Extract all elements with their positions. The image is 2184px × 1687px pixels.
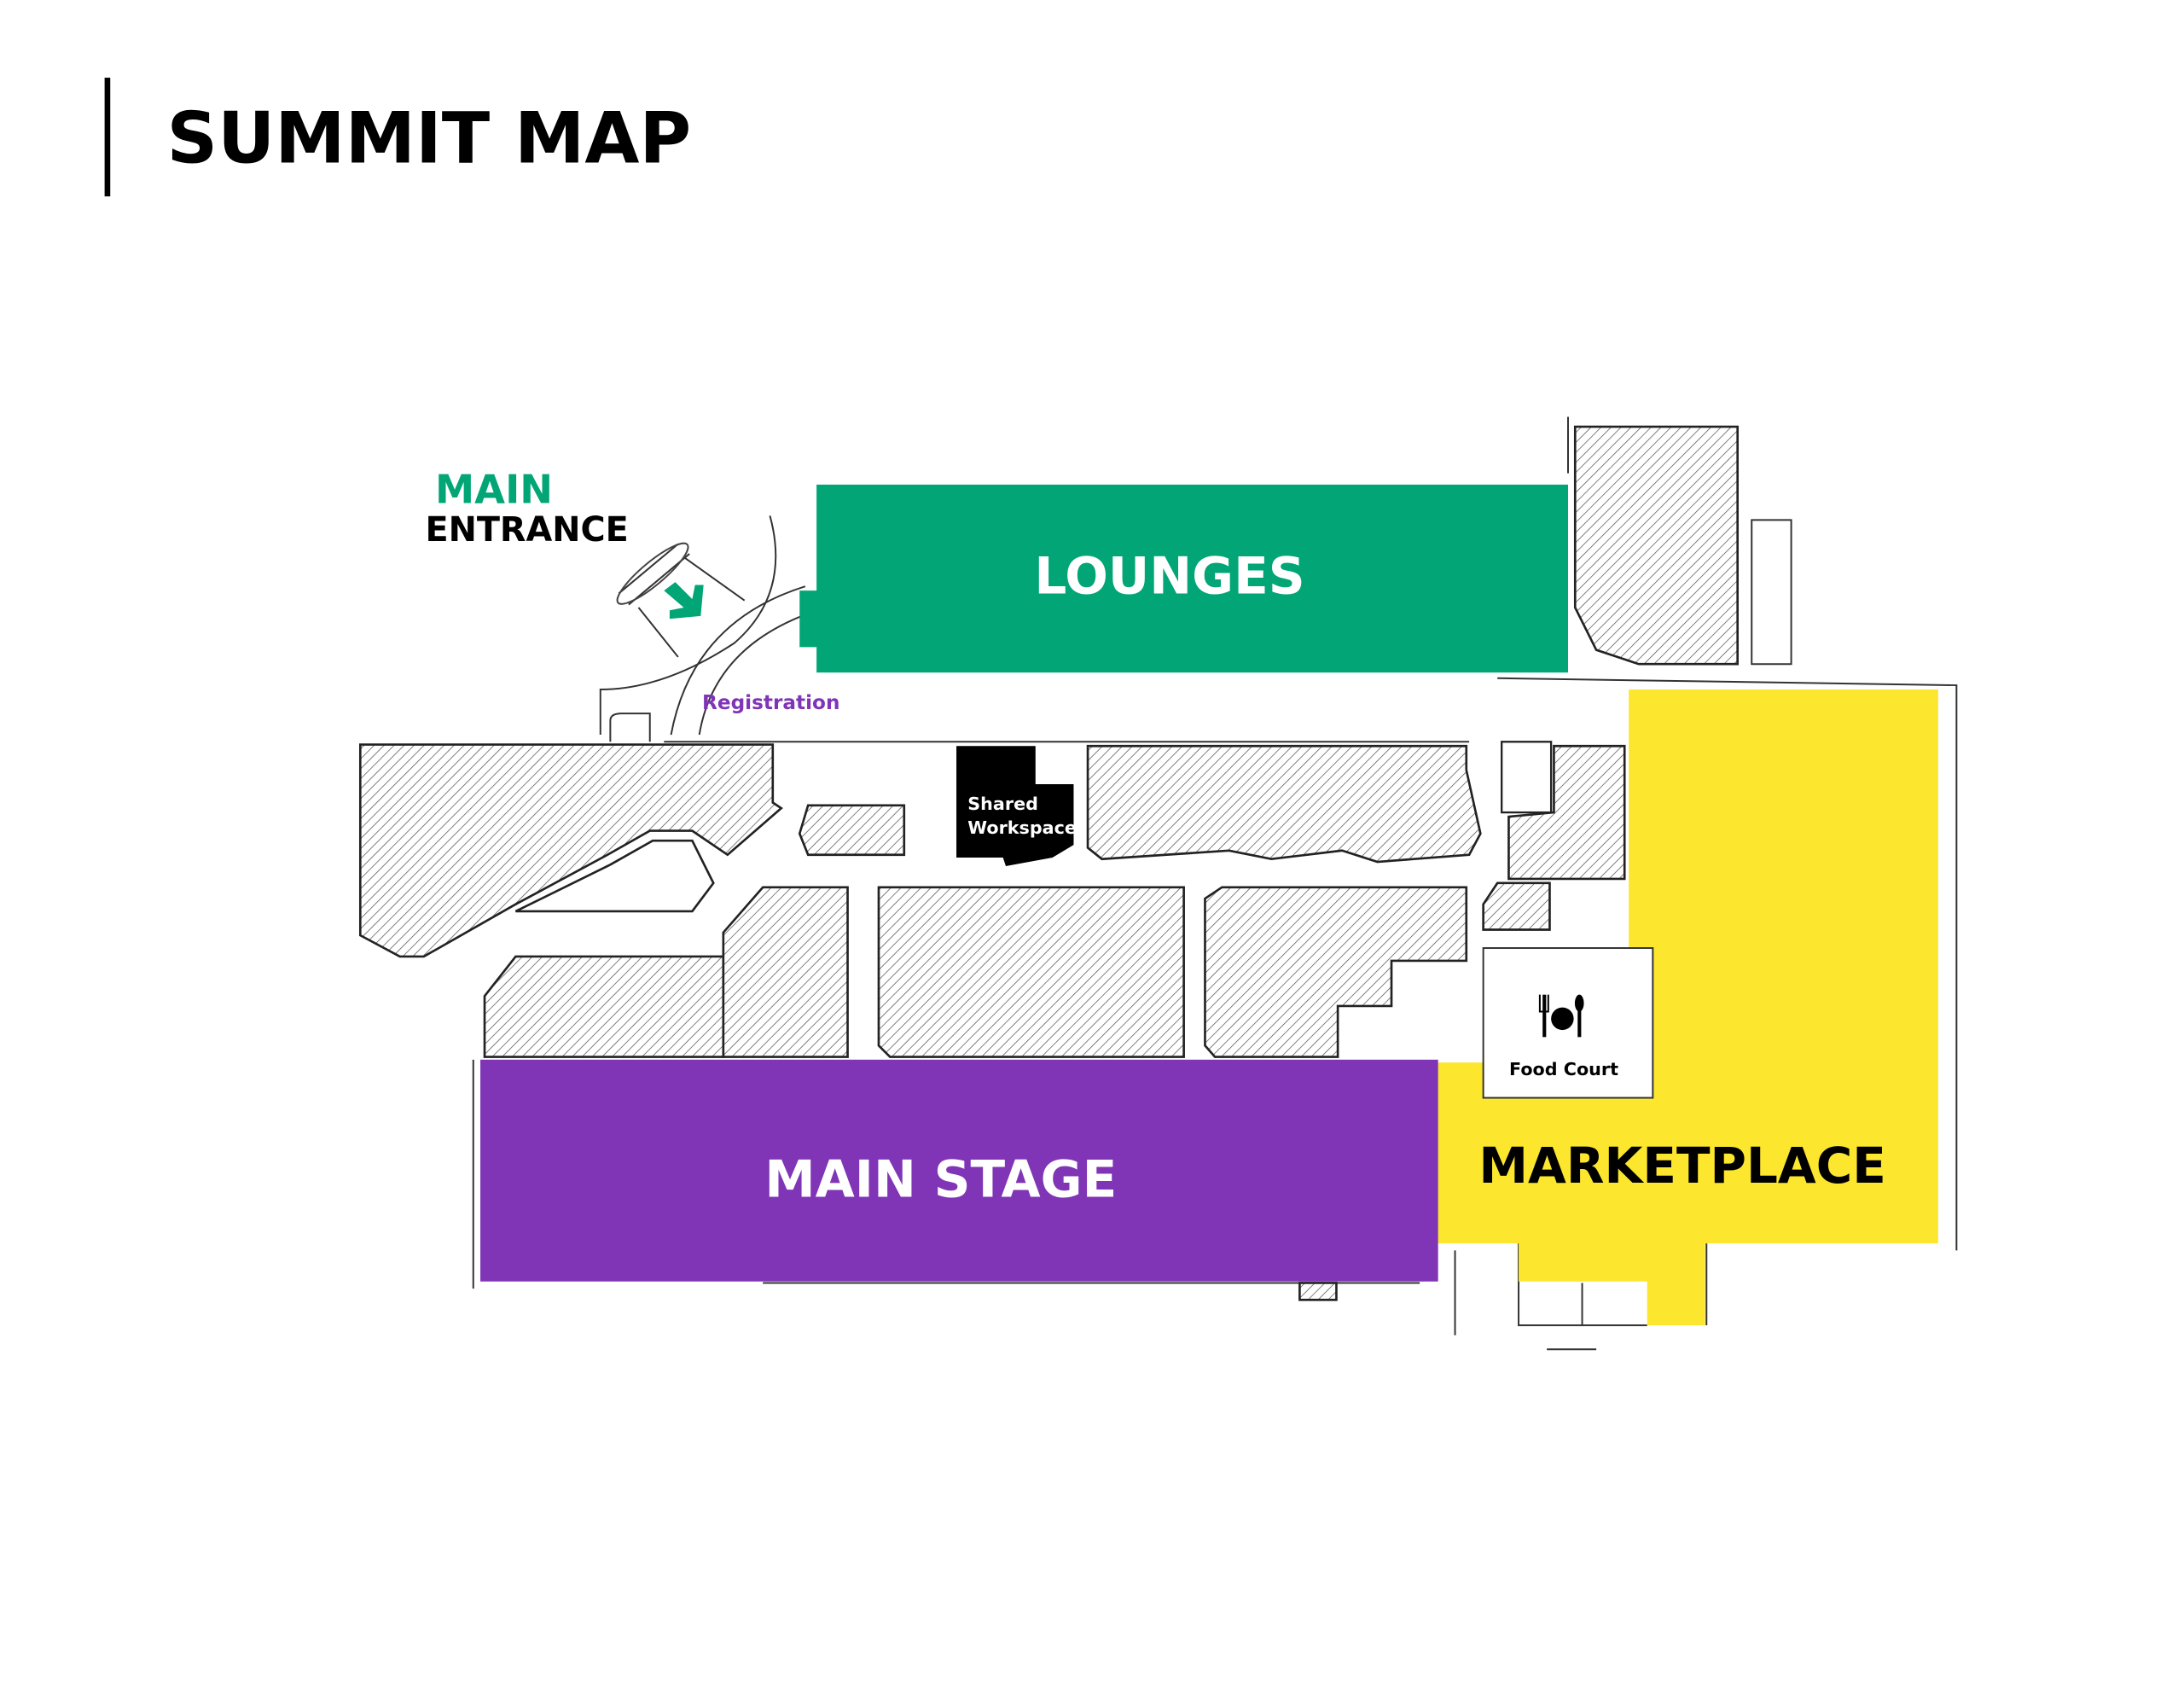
hatched-buildings: [358, 425, 1740, 1327]
marketplace-label: MARKETPLACE: [1478, 1137, 1885, 1195]
zone-shared-workspace[interactable]: Shared Workspace: [956, 746, 1077, 866]
main-stage-label: MAIN STAGE: [764, 1150, 1117, 1209]
zone-food-court[interactable]: Food Court: [1482, 947, 1654, 1099]
shared-workspace-label-2: Workspace: [967, 817, 1077, 838]
zone-marketplace[interactable]: MARKETPLACE: [1438, 689, 1938, 1326]
entrance-plaza: [599, 515, 806, 742]
zone-main-stage[interactable]: MAIN STAGE: [480, 1059, 1438, 1282]
registration-label[interactable]: Registration: [702, 691, 839, 714]
food-court-label: Food Court: [1509, 1059, 1618, 1079]
entrance-arrow-icon: [664, 582, 704, 620]
shared-workspace-label-1: Shared: [967, 794, 1038, 814]
zone-lounges[interactable]: LOUNGES: [799, 484, 1568, 673]
title-accent-bar: [104, 78, 111, 197]
fork-plate-spoon-icon: [1538, 994, 1584, 1038]
page-title: SUMMIT MAP: [166, 96, 691, 179]
lounges-label: LOUNGES: [1034, 547, 1304, 606]
main-entrance-label-2: ENTRANCE: [425, 510, 628, 550]
main-entrance-label-1: MAIN: [435, 466, 553, 512]
